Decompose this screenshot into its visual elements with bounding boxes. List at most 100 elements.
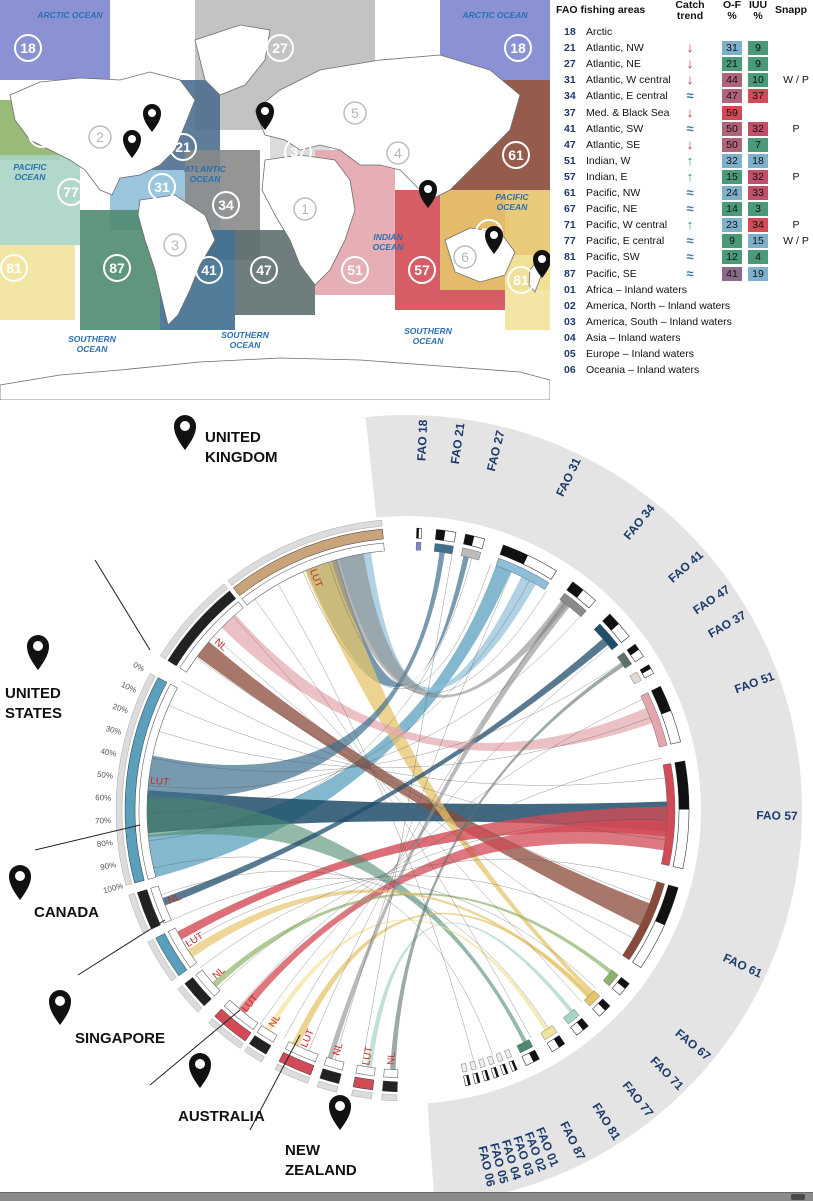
fao-sector-arc [559,592,587,618]
fao-zone-34-label: 34 [218,197,234,213]
fao-zone-18-badge [504,34,532,62]
flow-line [200,858,658,968]
chord-inner-arcs [138,541,676,1079]
inland-area-4-badge [386,141,410,165]
legend-code: 41 [564,122,576,135]
legend-code: 57 [564,170,576,183]
flow-line [361,553,453,1067]
country-stacked-track [159,583,228,660]
legend-code: 34 [564,90,576,103]
legend-col-of-line1: O-F [722,0,742,11]
fao-zone-77-area [0,155,80,245]
iuu-percent: 34 [748,218,768,233]
country-stacked-track [274,1063,310,1084]
legend-col-of-line2: % [727,10,737,22]
country-segment-arc [150,885,172,924]
iuu-percent: 37 [748,89,768,104]
fao-area-label: FAO 57 [756,808,798,823]
fao-track-fill [640,664,651,674]
country-track-bar [248,1035,272,1055]
fao-sector-arc [629,671,642,685]
fao-sector-arc [640,692,668,748]
flow-ribbon [366,922,574,1068]
flow-line [213,635,623,956]
scrollbar-thumb[interactable] [791,1194,805,1200]
chord-diagram: 0%10%20%30%40%50%60%70%80%90%100% LUTNLL… [5,415,802,1195]
location-pin-icon [419,180,437,208]
legend-code: 05 [564,348,576,360]
legend-area-name: Med. & Black Sea [586,106,670,119]
catch-trend-icon: ↓ [686,56,694,72]
percent-tick: 0% [132,660,146,673]
legend-area-name: Atlantic, NW [586,42,644,55]
fao-zone-41-label: 41 [201,262,217,278]
fao-track-fill [651,686,671,715]
fao-zone-51-label: 51 [347,262,363,278]
percent-tick: 20% [111,702,129,716]
fao-track-fill [602,614,619,631]
legend-code: 06 [564,364,576,377]
fao-sector-arc [622,881,665,961]
fao-zone-31-label: 31 [154,179,170,195]
fao-sector-arc [504,1049,512,1059]
country-segment-arc [195,969,221,997]
fao-track-fill [553,1035,565,1048]
iuu-percent: 32 [748,169,768,184]
fao-zone-18-label: 18 [510,40,526,56]
catch-trend-icon: ≈ [686,249,694,265]
legend-col-snap: Snapp [775,4,808,16]
iuu-percent: 10 [748,73,768,88]
legend-code: 01 [564,283,576,296]
overfished-percent: 14 [722,202,742,217]
fao-zone-37-badge [284,138,312,166]
chord-outer-tracks: 0%10%20%30%40%50%60%70%80%90%100% [95,519,690,1102]
flow-ribbon [304,559,594,995]
legend-area-name: Atlantic, NE [586,58,641,71]
fao-track-fill [475,1072,480,1083]
fao-sector-arc [602,969,619,987]
iuu-percent: 9 [748,57,768,72]
flow-line [184,875,634,945]
percent-tick: 10% [120,680,138,695]
iuu-percent: 18 [748,153,768,168]
fao-sector-arc [495,557,550,590]
flow-line [233,616,583,1003]
fao-zone-61-badge [502,141,530,169]
country-segment-arc [323,1056,345,1071]
flow-line [153,856,494,1056]
legend-area-name: Oceania – Inland waters [586,364,700,377]
flow-line [334,571,512,1060]
country-track-bar [124,677,168,884]
country-stacked-track [351,1089,373,1100]
location-pin-icon [27,635,49,670]
inland-area-4-label: 4 [394,145,402,161]
horizontal-scrollbar[interactable] [0,1192,813,1201]
fao-zone-27-badge [266,34,294,62]
fao-areas-map: 181827213134374147515761677177818187 123… [0,0,550,400]
fao-zone-34-badge [212,191,240,219]
flow-ribbon [147,794,527,1043]
country-segment-arc [256,1025,278,1043]
legend-row-06: 06 Oceania – Inland waters [552,362,813,378]
fao-zone-31-badge [148,173,176,201]
legend-area-name: Africa – Inland waters [586,283,687,296]
percent-tick: 40% [100,747,117,759]
fao-sector-arc [661,763,676,866]
fao-zone-81-label: 81 [6,260,22,276]
country-stacked-track [208,1018,244,1049]
legend-area-name: America, South – Inland waters [586,315,732,328]
country-track-bar [184,977,212,1007]
inland-area-2-label: 2 [96,129,104,145]
catch-trend-icon: ≈ [686,233,694,249]
country-leader-lines [34,559,301,1131]
